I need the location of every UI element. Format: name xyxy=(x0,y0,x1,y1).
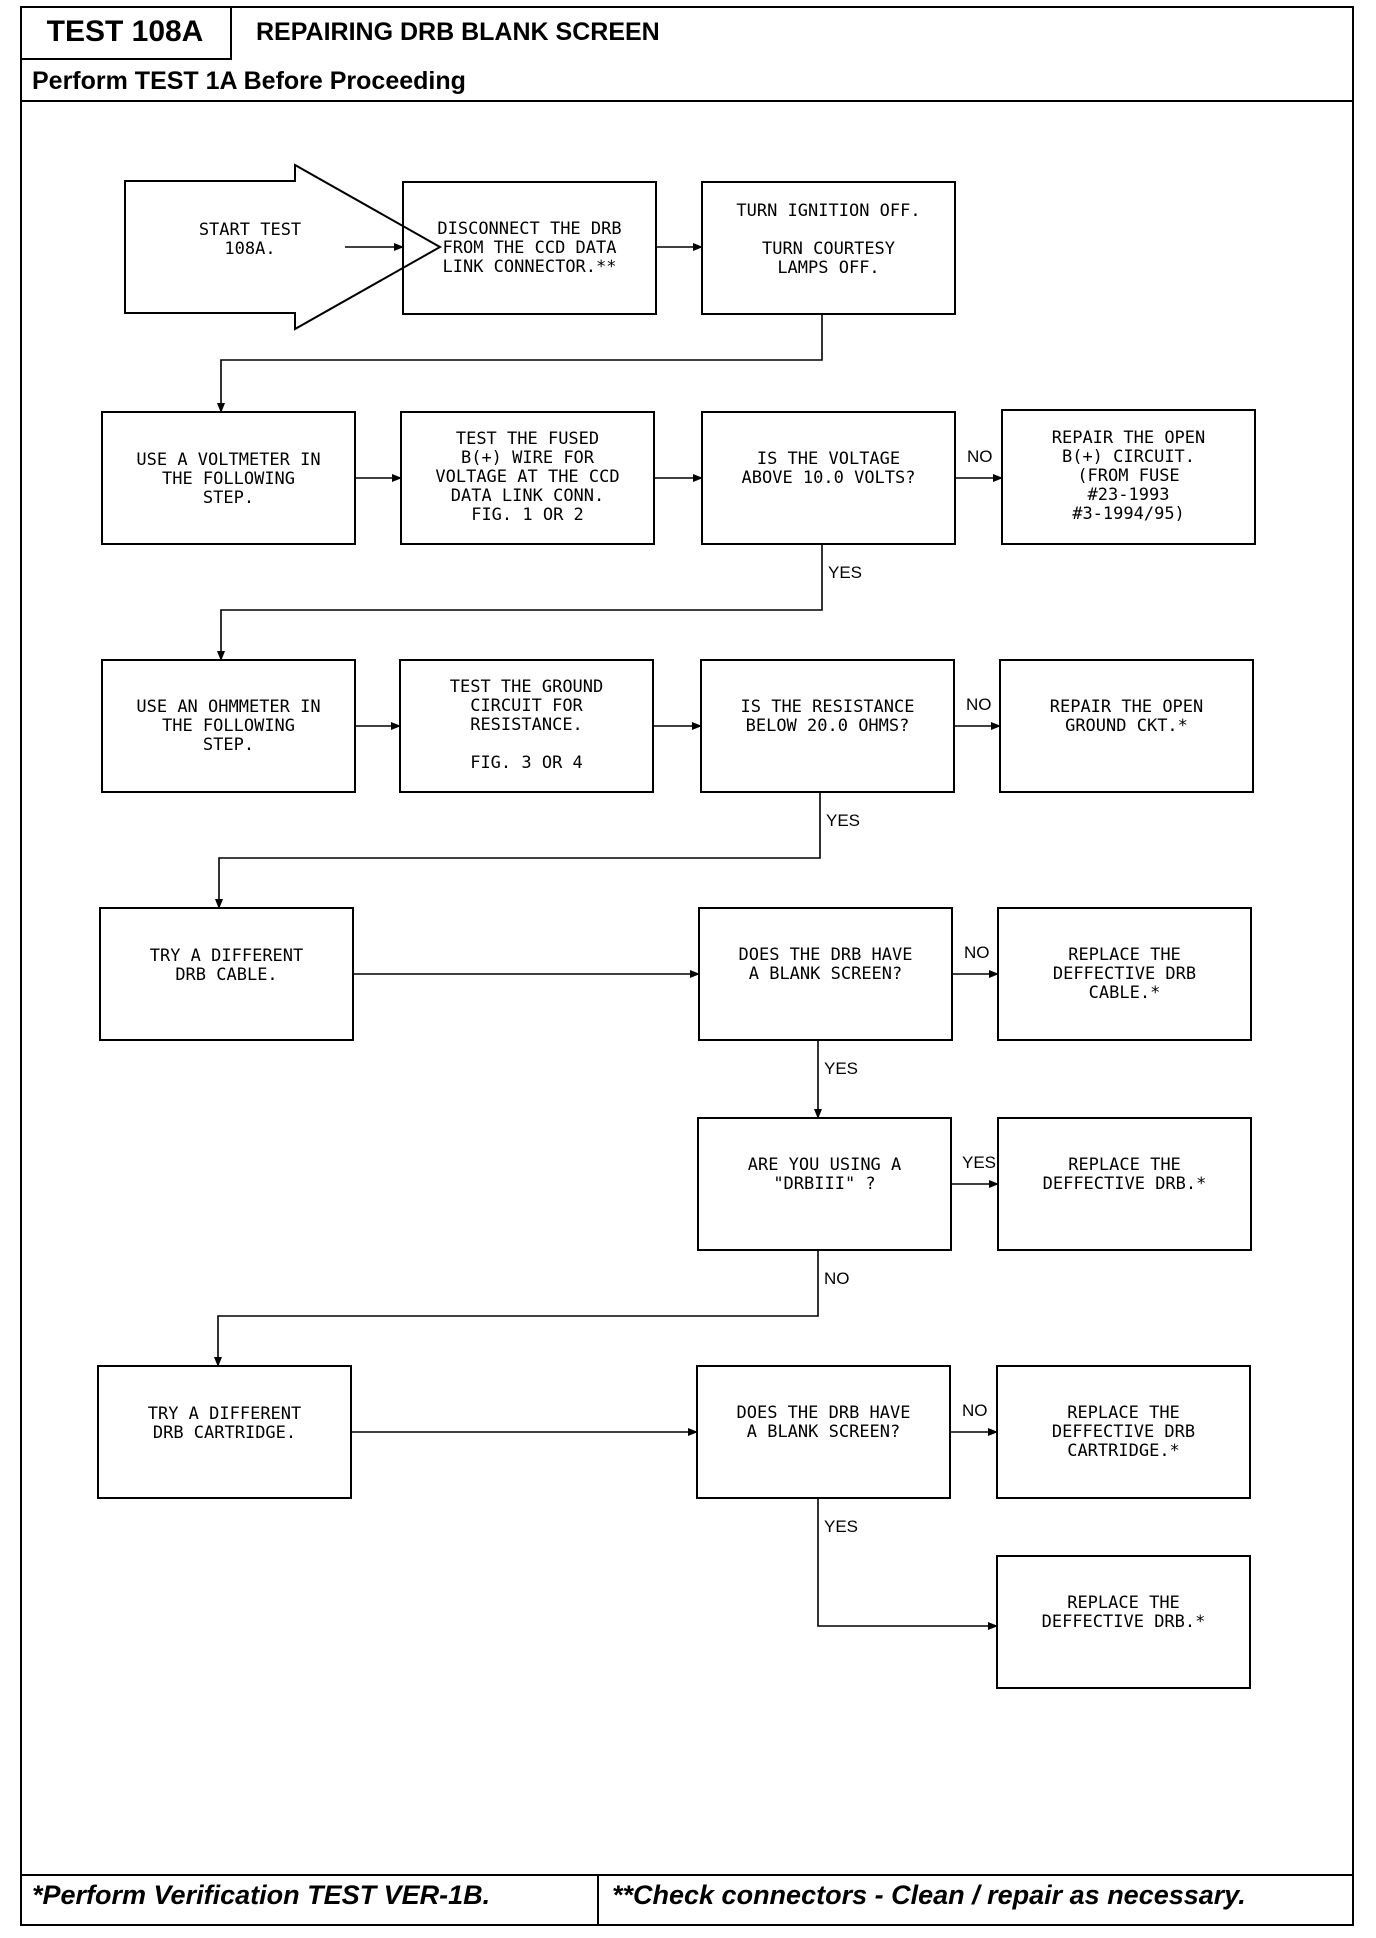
label-no-blank1: NO xyxy=(964,943,990,962)
label-yes-resistance: YES xyxy=(826,811,860,830)
edge-ignition-voltmeter xyxy=(217,314,823,413)
footer-separator xyxy=(597,1874,599,1926)
footer-divider xyxy=(20,1874,1354,1876)
label-no-voltage: NO xyxy=(967,447,993,466)
label-no-blank2: NO xyxy=(962,1401,988,1420)
label-yes-blank2: YES xyxy=(824,1517,858,1536)
node-start xyxy=(124,163,443,331)
edge-resist-cable xyxy=(215,792,821,909)
label-yes-blank1: YES xyxy=(824,1059,858,1078)
label-yes-voltage: YES xyxy=(828,563,862,582)
edge-voltage-ohmmeter xyxy=(217,544,823,661)
page-frame xyxy=(20,6,1354,1926)
edge-drbiii-cartridge xyxy=(214,1250,819,1367)
label-no-drbiii: NO xyxy=(824,1269,850,1288)
edge-blank2-replace-drb xyxy=(817,1498,998,1630)
test-id: TEST 108A xyxy=(20,6,232,60)
header-divider xyxy=(20,100,1354,102)
page-title: REPAIRING DRB BLANK SCREEN xyxy=(256,18,660,46)
node-drbiii-q-text: ARE YOU USING A"DRBIII" ? xyxy=(748,1155,902,1194)
label-no-resistance: NO xyxy=(966,695,992,714)
footer-note-right: **Check connectors - Clean / repair as n… xyxy=(612,1880,1246,1910)
label-yes-drbiii: YES xyxy=(962,1153,996,1172)
page-subtitle: Perform TEST 1A Before Proceeding xyxy=(32,67,466,95)
footer-note-left: *Perform Verification TEST VER-1B. xyxy=(32,1880,491,1910)
